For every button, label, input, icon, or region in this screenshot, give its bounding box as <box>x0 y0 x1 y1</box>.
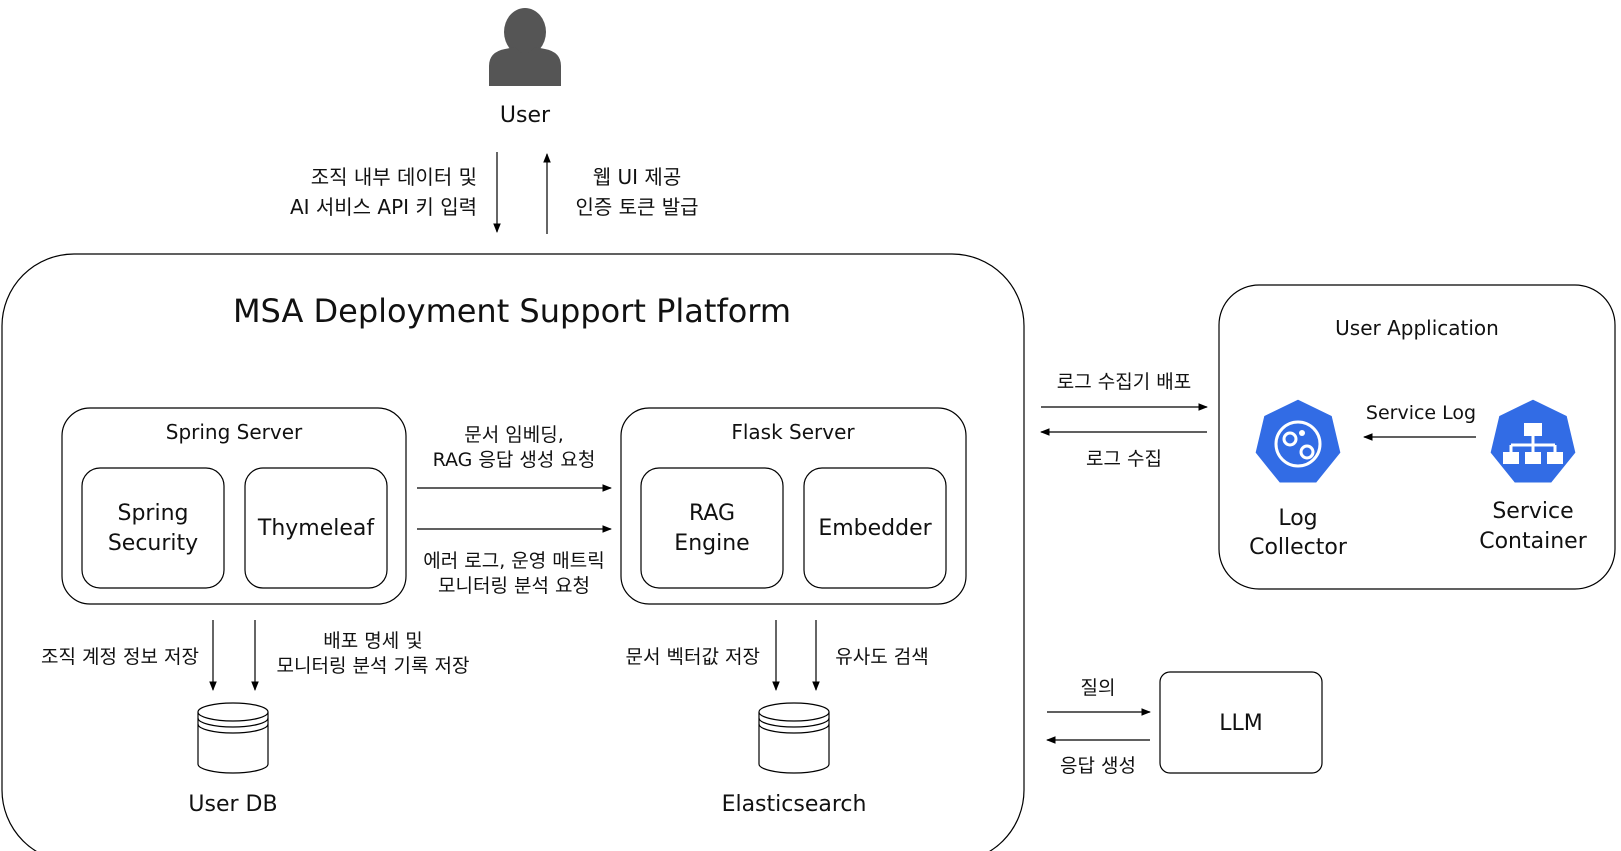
vector-store-label: 문서 벡터값 저장 <box>626 646 760 668</box>
monitoring-request-label-line2: 모니터링 분석 요청 <box>438 575 590 597</box>
spring-security-box <box>81 467 225 589</box>
rag-engine-box <box>640 467 784 589</box>
service-container-label-line1: Service <box>1492 499 1573 524</box>
platform-container <box>1 253 1025 851</box>
service-container-label-line2: Container <box>1479 529 1587 554</box>
log-collector-label-line1: Log <box>1278 506 1317 531</box>
spring-security-label-line1: Spring <box>118 501 189 526</box>
user-input-label-line1: 조직 내부 데이터 및 <box>311 165 477 189</box>
user-application-title: User Application <box>1335 316 1499 340</box>
deploy-collector-label: 로그 수집기 배포 <box>1057 371 1191 393</box>
rag-engine-label-line2: Engine <box>674 531 749 556</box>
account-store-label: 조직 계정 정보 저장 <box>41 646 199 668</box>
monitoring-request-label-line1: 에러 로그, 운영 매트릭 <box>423 550 604 572</box>
elasticsearch-icon <box>758 702 830 774</box>
user-icon <box>489 8 561 86</box>
thymeleaf-label: Thymeleaf <box>257 516 375 541</box>
spring-server-title: Spring Server <box>166 420 303 444</box>
spring-security-label-line2: Security <box>108 531 198 556</box>
collect-log-label: 로그 수집 <box>1086 448 1162 470</box>
service-container-icon <box>1487 396 1579 486</box>
userdb-icon <box>197 702 269 774</box>
llm-box <box>1159 671 1323 774</box>
log-collector-icon <box>1252 396 1344 486</box>
embedding-request-label-line1: 문서 임베딩, <box>464 424 563 446</box>
embedder-box <box>803 467 947 589</box>
ui-provide-label-line1: 웹 UI 제공 <box>593 165 681 189</box>
platform-title: MSA Deployment Support Platform <box>233 292 791 330</box>
embedding-request-label-line2: RAG 응답 생성 요청 <box>433 449 596 471</box>
thymeleaf-box <box>244 467 388 589</box>
embedder-label: Embedder <box>818 516 932 541</box>
ui-provide-label-line2: 인증 토큰 발급 <box>575 195 698 219</box>
query-label: 질의 <box>1081 677 1116 699</box>
user-input-label-line2: AI 서비스 API 키 입력 <box>290 195 477 219</box>
flask-server-title: Flask Server <box>731 420 855 444</box>
userdb-label: User DB <box>188 792 277 817</box>
user-label: User <box>500 103 551 128</box>
record-store-label-line1: 배포 명세 및 <box>323 630 422 652</box>
llm-label: LLM <box>1219 711 1263 736</box>
service-log-label: Service Log <box>1366 402 1476 424</box>
record-store-label-line2: 모니터링 분석 기록 저장 <box>277 655 470 677</box>
rag-engine-label-line1: RAG <box>689 501 735 526</box>
log-collector-label-line2: Collector <box>1249 535 1348 560</box>
response-label: 응답 생성 <box>1060 755 1136 777</box>
elasticsearch-label: Elasticsearch <box>722 792 867 817</box>
similarity-search-label: 유사도 검색 <box>835 646 928 668</box>
